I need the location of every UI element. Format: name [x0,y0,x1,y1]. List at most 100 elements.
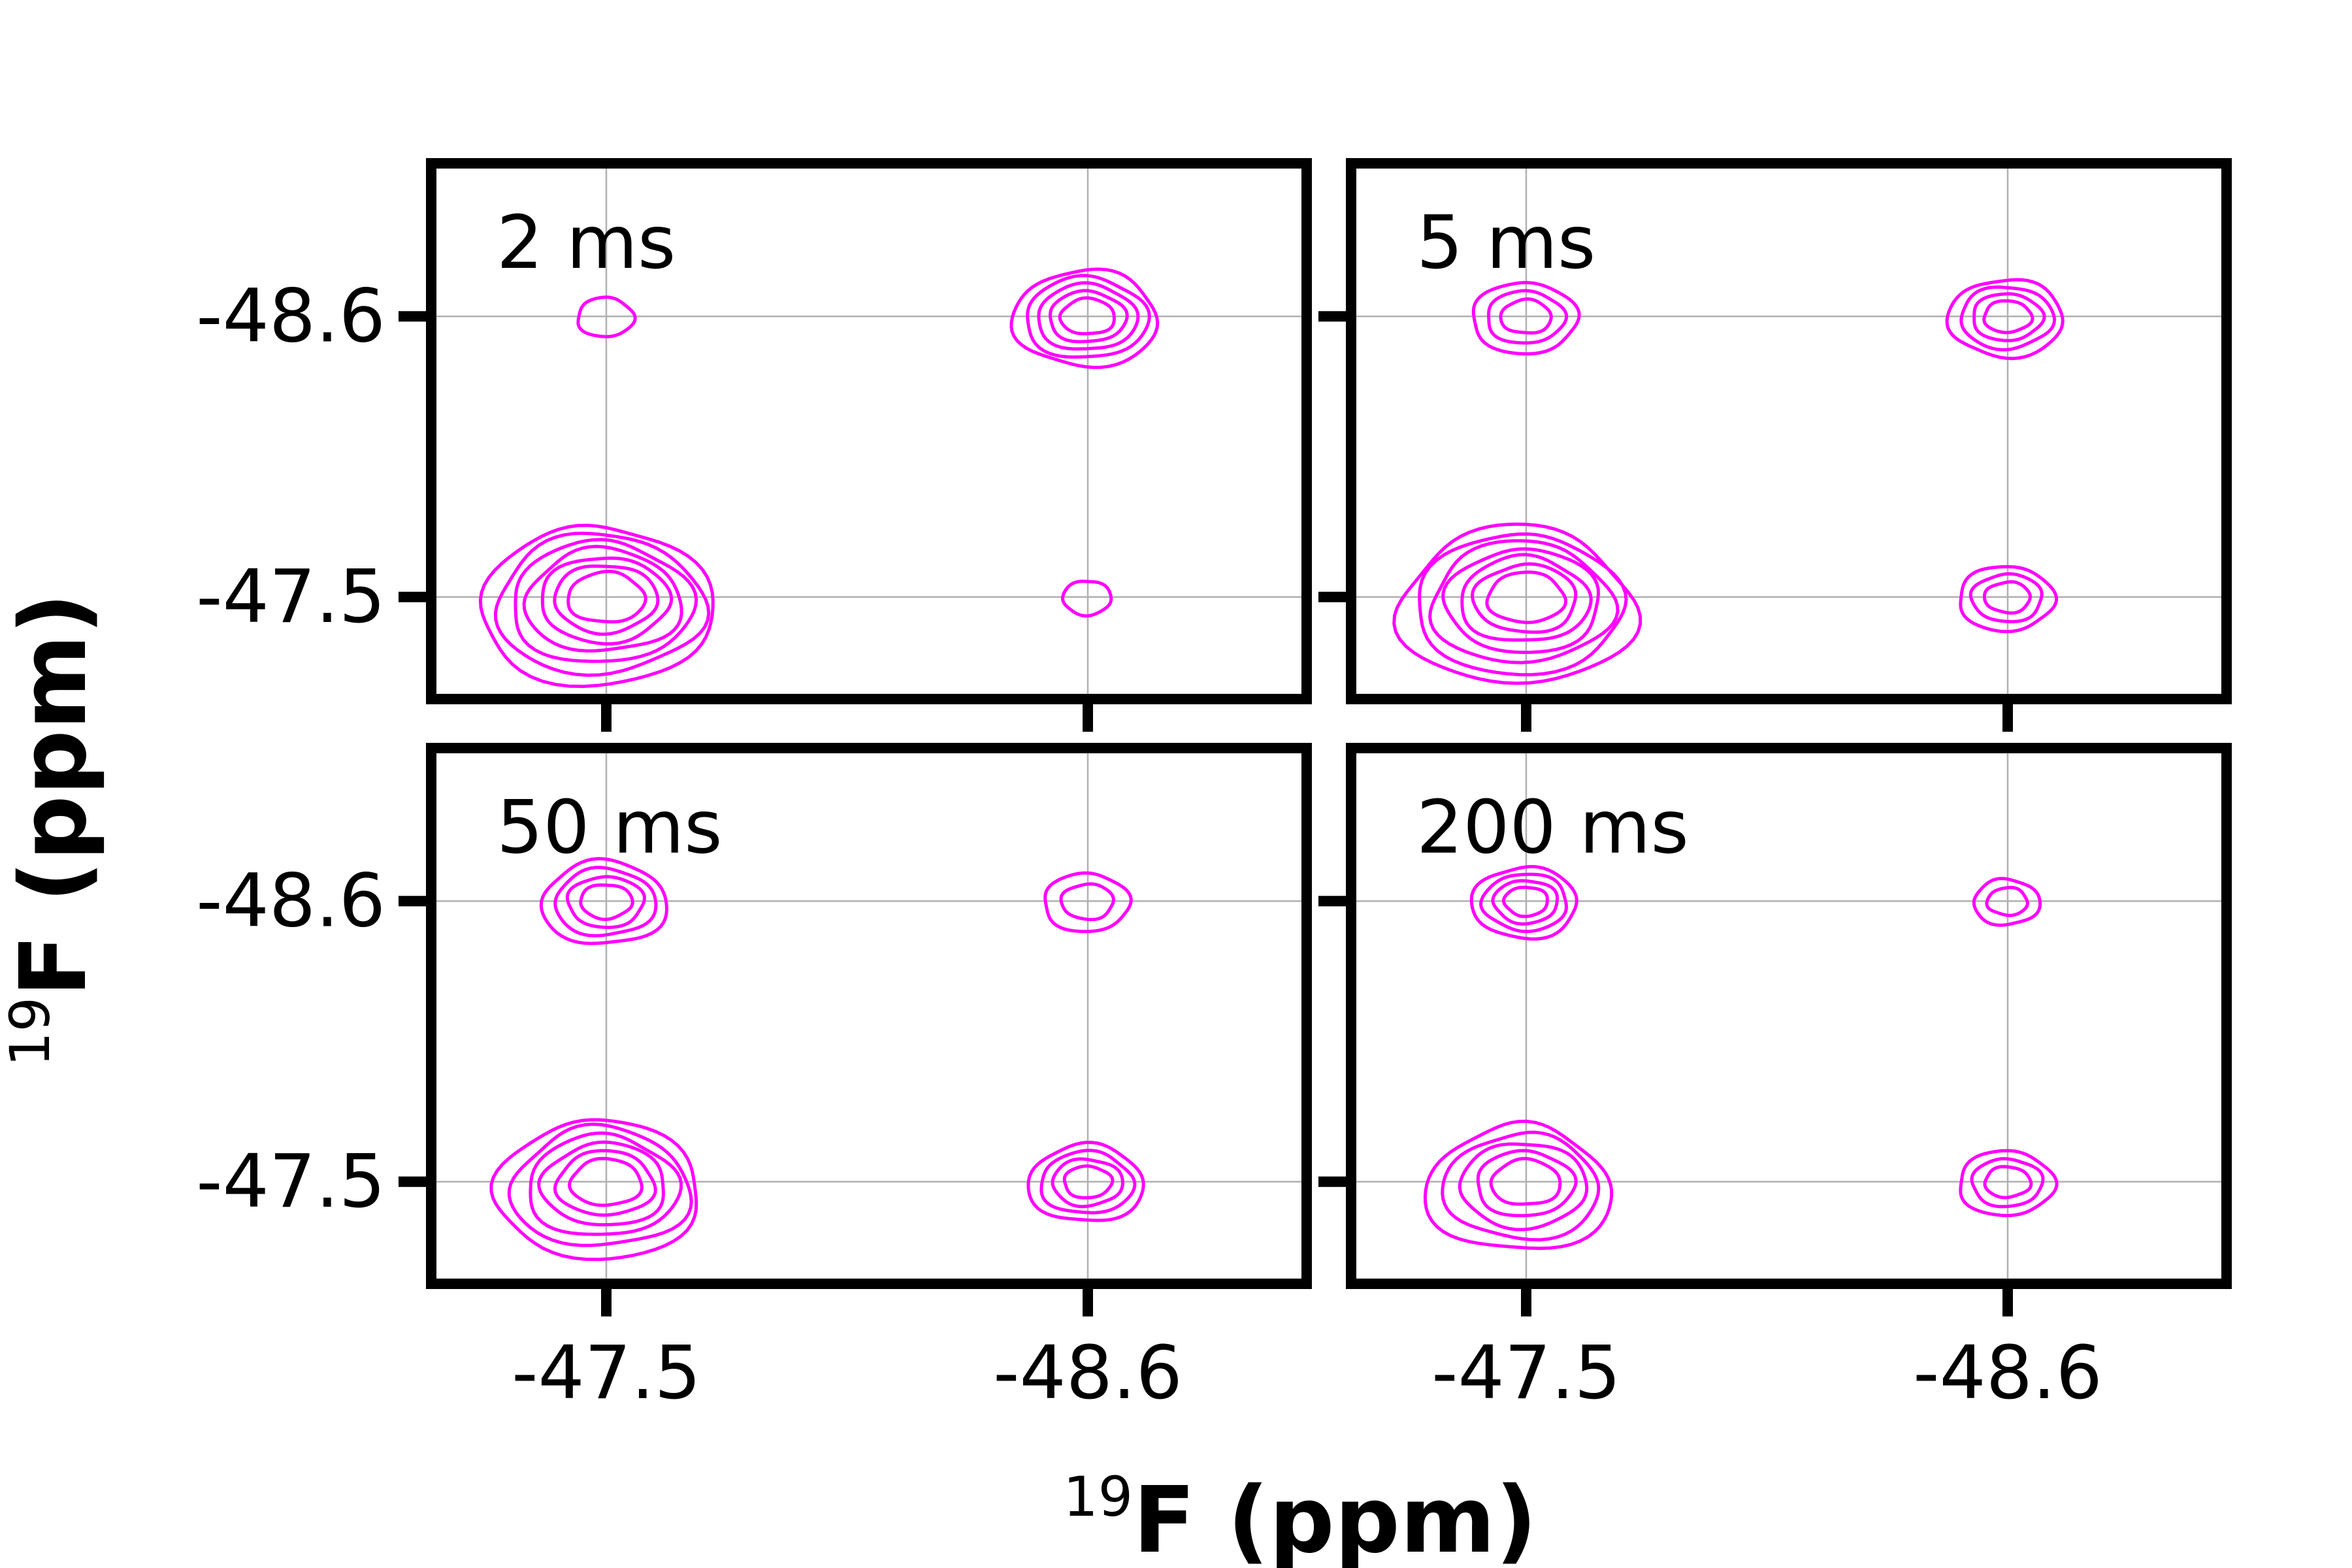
contour-line [1972,292,2046,342]
panel-label: 5 ms [1416,201,1595,286]
panel-4: 200 ms [1346,743,2232,1289]
y-axis-label-superscript: 19 [0,997,62,1067]
y-tick-label: -47.5 [196,1139,385,1224]
contour-line [568,1156,644,1207]
contour-line [1423,1119,1614,1250]
peak-contours [1471,281,1581,356]
x-tick-label: -47.5 [1431,1331,1621,1416]
contour-line [1959,285,2057,351]
x-axis-label: 19F (ppm) [1063,1465,1537,1568]
peak-contours [1026,1141,1145,1222]
contour-line [1049,289,1129,344]
contour-line [529,1131,683,1236]
contour-line [566,570,647,624]
contour-line [1469,865,1578,941]
contour-line [1441,1130,1601,1242]
contour-line [522,544,683,653]
contour-line [1392,522,1642,685]
contour-line [1058,296,1116,336]
contour-line [1959,1149,2059,1218]
contour-line [478,523,715,689]
contour-line [539,857,668,945]
panel-frame [1346,158,2232,704]
contour-line [1059,882,1115,921]
panel-3: 50 ms [426,743,1312,1289]
y-tick-label: -47.5 [196,555,385,640]
contour-line [537,1140,665,1227]
contour-line [576,295,637,338]
contour-line [1968,572,2044,623]
contour-line [540,556,674,645]
contour-line [1062,1164,1115,1200]
peak-contours [1061,580,1113,618]
contour-line [1043,871,1133,934]
contour-line [1982,299,2034,335]
panel-frame [426,158,1312,704]
contour-line [1970,1157,2045,1209]
x-axis-label-superscript: 19 [1063,1465,1133,1529]
panels-group: 2 ms 5 ms 50 ms 200 ms [426,158,2232,1289]
peak-contours [1423,1119,1614,1250]
peak-contours [1959,564,2059,634]
x-tick-label: -48.6 [1913,1331,2102,1416]
contour-line [493,531,711,677]
contour-line [1485,570,1567,625]
peak-contours [1469,865,1578,941]
contour-line [1061,580,1113,618]
contour-line [1039,1149,1137,1215]
contour-line [1959,564,2059,634]
peak-contours [1009,267,1160,369]
peak-contours [1043,871,1133,934]
panel-label: 200 ms [1416,785,1689,870]
ticks-group: -48.6 -47.5 -48.6 -47.5 -47.5 -48.6 -47.5 -48.6 [196,274,2102,1416]
contour-line [1479,872,1568,934]
contour-line [1051,1157,1124,1209]
contour-line [553,866,658,938]
contour-line [1476,1149,1578,1218]
contour-line [1972,877,2042,927]
y-tick-label: -48.6 [196,858,385,943]
panel-2: 5 ms [1346,158,2232,704]
contour-line [507,1122,693,1247]
contour-line [1982,580,2032,615]
contour-line [1026,274,1151,359]
contour-line [1026,1141,1145,1222]
contour-line [514,538,698,663]
contour-line [553,564,660,636]
contour-line [1458,1142,1589,1232]
contour-line [1009,267,1160,369]
peak-contours [576,295,637,338]
peak-contours [1392,522,1642,685]
contour-line [1460,553,1593,642]
contour-line [1037,281,1140,351]
contour-line [1428,539,1620,664]
y-tick-label: -48.6 [196,274,385,359]
y-axis-label: 19F (ppm) [0,593,107,1067]
contour-line [1501,885,1549,919]
x-axis-label-main: F (ppm) [1133,1467,1537,1568]
peak-contours [1972,877,2042,927]
contour-line [1471,562,1578,634]
contour-line [489,1118,698,1262]
contour-line [1499,297,1553,335]
contour-line [1487,289,1569,345]
peak-contours [1959,1149,2059,1218]
x-tick-label: -47.5 [512,1331,701,1416]
panel-label: 2 ms [497,201,676,286]
peak-contours [1945,278,2065,361]
contour-line [1471,281,1581,356]
contour-line [1491,879,1559,926]
panel-1: 2 ms [426,158,1312,704]
contour-line [1985,885,2029,917]
contour-line [1418,532,1628,677]
y-axis-label-main: F (ppm) [1,593,107,997]
panel-frame [1346,743,2232,1289]
x-tick-label: -48.6 [993,1331,1183,1416]
peak-contours [489,1118,698,1262]
panel-frame [426,743,1312,1289]
contour-line [1983,1165,2033,1200]
contour-line [1441,547,1600,654]
contour-line [565,875,646,929]
peak-contours [478,523,715,689]
